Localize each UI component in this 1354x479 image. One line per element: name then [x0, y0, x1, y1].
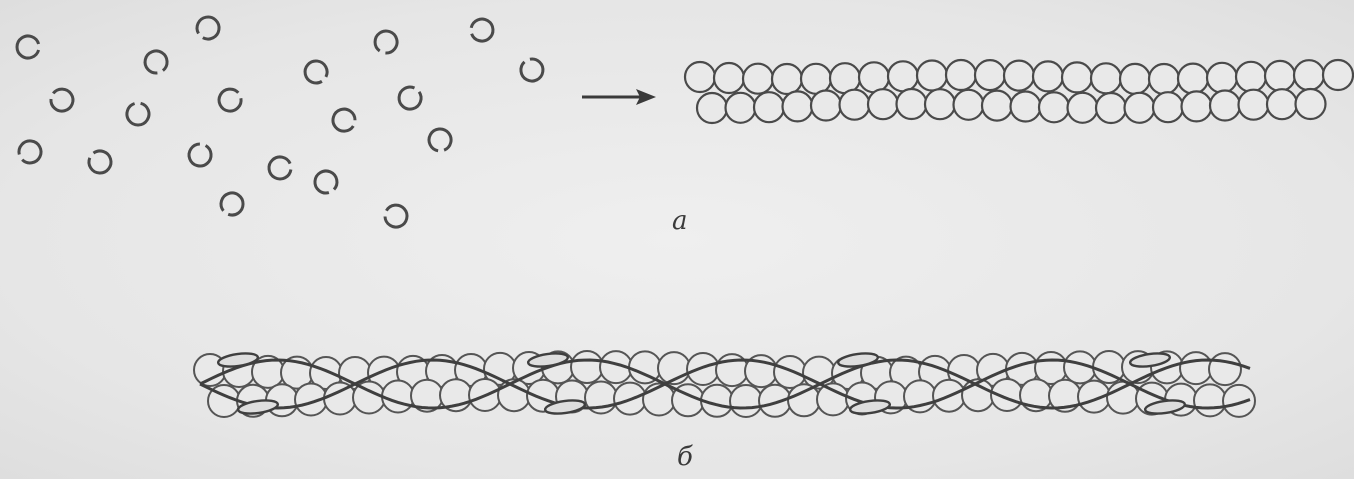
actin-bead-icon	[801, 64, 831, 94]
actin-bead-icon	[498, 379, 530, 411]
panel-label-b: б	[677, 444, 693, 470]
actin-bead-icon	[726, 93, 756, 123]
actin-bead-icon	[772, 64, 802, 94]
actin-bead-icon	[730, 385, 762, 417]
actin-bead-icon	[888, 61, 918, 91]
actin-bead-icon	[954, 90, 984, 120]
actin-bead-icon	[975, 60, 1005, 90]
actin-bead-icon	[1178, 64, 1208, 94]
actin-bead-icon	[754, 92, 784, 122]
actin-bead-icon	[1011, 92, 1041, 122]
monomer-icon	[51, 89, 73, 111]
monomer-icon	[269, 157, 291, 179]
actin-bead-icon	[571, 351, 603, 383]
filament-a	[685, 60, 1353, 123]
monomer-icon	[305, 61, 327, 83]
monomer-icon	[429, 129, 451, 151]
actin-bead-icon	[1068, 93, 1098, 123]
actin-bead-icon	[714, 63, 744, 93]
actin-bead-icon	[774, 356, 806, 388]
actin-bead-icon	[1153, 92, 1183, 122]
monomer-icon	[315, 171, 337, 193]
monomer-icon	[19, 141, 41, 163]
actin-bead-icon	[1239, 90, 1269, 120]
monomer-icon	[145, 51, 167, 73]
actin-bead-icon	[685, 62, 715, 92]
monomer-icon	[333, 109, 355, 131]
actin-bead-icon	[1236, 62, 1266, 92]
monomer-icon	[221, 193, 243, 215]
monomer-icon	[189, 144, 211, 166]
monomer-icon	[219, 89, 241, 111]
actin-bead-icon	[1091, 63, 1121, 93]
actin-bead-icon	[788, 384, 820, 416]
actin-bead-icon	[1210, 91, 1240, 121]
monomer-icon	[89, 151, 111, 173]
actin-bead-icon	[917, 61, 947, 91]
actin-bead-icon	[1265, 61, 1295, 91]
actin-bead-icon	[925, 89, 955, 119]
actin-bead-icon	[1033, 61, 1063, 91]
actin-bead-icon	[946, 60, 976, 90]
actin-bead-icon	[868, 89, 898, 119]
monomer-icon	[127, 103, 149, 125]
free-monomers-group	[17, 17, 543, 227]
actin-bead-icon	[1323, 60, 1353, 90]
actin-bead-icon	[743, 64, 773, 94]
actin-bead-icon	[382, 381, 414, 413]
actin-bead-icon	[697, 93, 727, 123]
actin-bead-icon	[982, 91, 1012, 121]
actin-bead-icon	[1207, 63, 1237, 93]
actin-bead-icon	[811, 91, 841, 121]
actin-bead-icon	[897, 89, 927, 119]
arrow-icon	[582, 89, 656, 105]
actin-bead-icon	[1194, 384, 1226, 416]
filament-b	[194, 351, 1255, 417]
monomer-icon	[521, 59, 543, 81]
monomer-icon	[385, 205, 407, 227]
actin-bead-icon	[859, 62, 889, 92]
actin-bead-icon	[687, 353, 719, 385]
actin-bead-icon	[1296, 89, 1326, 119]
actin-bead-icon	[1149, 64, 1179, 94]
actin-bead-icon	[1120, 64, 1150, 94]
actin-bead-icon	[1267, 89, 1297, 119]
actin-bead-icon	[1096, 93, 1126, 123]
actin-bead-icon	[1209, 353, 1241, 385]
actin-bead-icon	[1125, 93, 1155, 123]
panel-label-a: а	[672, 208, 688, 234]
actin-bead-icon	[1294, 60, 1324, 90]
actin-bead-icon	[840, 90, 870, 120]
actin-bead-icon	[1062, 62, 1092, 92]
actin-bead-icon	[783, 91, 813, 121]
monomer-icon	[471, 19, 493, 41]
actin-bead-icon	[1004, 61, 1034, 91]
monomer-icon	[399, 87, 421, 109]
actin-bead-icon	[817, 383, 849, 415]
monomer-icon	[197, 17, 219, 39]
monomer-icon	[17, 36, 39, 58]
actin-bead-icon	[1039, 92, 1069, 122]
actin-bead-icon	[1180, 352, 1212, 384]
actin-bead-icon	[1182, 91, 1212, 121]
monomer-icon	[375, 31, 397, 53]
actin-bead-icon	[759, 385, 791, 417]
